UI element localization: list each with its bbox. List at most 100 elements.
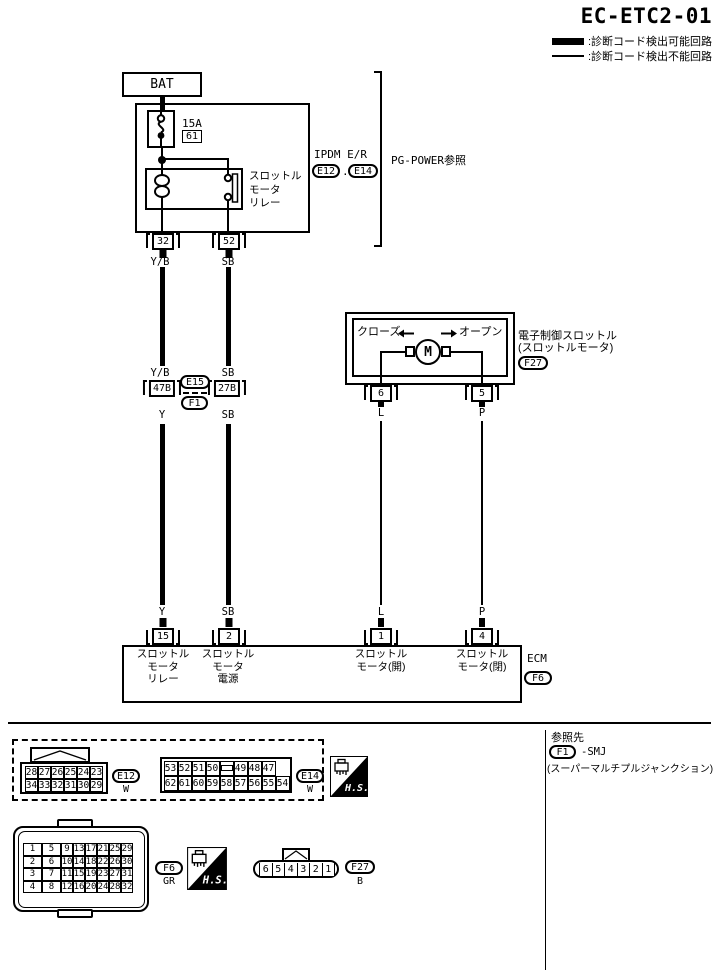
pin-cell: 34	[25, 779, 38, 792]
ecm-terminal-line: 電源	[217, 673, 239, 685]
pin-cell: 6	[259, 862, 272, 876]
pin-cell: 28	[109, 880, 121, 893]
branch-wire-vertical	[227, 158, 229, 171]
ecm-terminal-line: モータ	[212, 660, 244, 673]
ipdm-name: IPDM E/R	[314, 148, 367, 161]
pin-bracket	[177, 380, 182, 395]
pin-number: 4	[471, 628, 493, 645]
pin-cell: 32	[51, 779, 64, 792]
pin-tab	[378, 618, 384, 627]
wire-p	[480, 421, 483, 605]
pin-bracket	[495, 385, 499, 400]
pin-bracket	[212, 233, 216, 248]
motor-wire-right-v	[481, 351, 483, 385]
motor-wire-left-v	[380, 351, 382, 385]
connector-label-f27: F27	[345, 860, 375, 874]
pin-cell: 20	[85, 880, 97, 893]
contact-to-pin52-wire	[227, 200, 229, 234]
reference-bracket	[374, 71, 382, 247]
relay-name-line: スロットル	[249, 170, 302, 182]
wire-color-label: Y/B	[150, 367, 170, 379]
connector-ref-e14: E14	[348, 164, 378, 178]
pin-cell: 2	[23, 855, 42, 868]
pin-cell: 13	[73, 843, 85, 856]
pin-tab	[225, 250, 233, 258]
relay-box	[145, 168, 243, 210]
pin-cell: 33	[38, 779, 51, 792]
hs-badge-icon: H.S.	[330, 756, 368, 797]
relay-name-line: モータ	[249, 183, 281, 196]
pin-cell: 58	[219, 775, 234, 791]
ecm-name: ECM	[527, 652, 547, 665]
pin-cell: 14	[73, 855, 85, 868]
connector-ref-e12: E12	[312, 164, 340, 178]
motor-wire-left-h	[381, 351, 407, 353]
pin-cell: 18	[85, 855, 97, 868]
relay-coil-and-contacts-icon	[154, 168, 239, 210]
throttle-name-line1: 電子制御スロットル	[518, 330, 617, 342]
connector-color-f6: GR	[162, 876, 176, 887]
pin-tab	[479, 402, 485, 407]
connector-label-e12: E12	[112, 769, 140, 783]
ipdm-box	[135, 103, 310, 233]
pin-bracket	[176, 630, 180, 645]
wire-color-label: Y/B	[150, 256, 170, 268]
pin-cell: 10	[61, 855, 73, 868]
arrow-left-icon	[398, 329, 414, 338]
pin-cell: 4	[23, 880, 42, 893]
wire-color-label: P	[478, 606, 486, 618]
page-title: EC-ETC2-01	[580, 4, 712, 28]
pin-cell: 23	[90, 766, 103, 779]
pin-tab	[225, 618, 233, 627]
ecm-terminal-line: スロットル	[354, 648, 408, 660]
connector-separator: .	[342, 165, 349, 178]
pin-bracket	[364, 385, 368, 400]
pin-cell: 3	[296, 862, 309, 876]
ecm-terminal-line: スロットル	[455, 648, 509, 660]
junction-dot	[158, 156, 166, 164]
pin-number: 5	[471, 385, 493, 402]
pin-cell: 2	[309, 862, 322, 876]
fuse-icon	[156, 112, 166, 146]
connector-group-dashed-box	[12, 739, 324, 801]
motor-wire-right-h	[449, 351, 482, 353]
pin-cell: 24	[97, 880, 109, 893]
pin-bracket	[242, 380, 247, 395]
wire-color-label: L	[377, 606, 385, 618]
pin-cell: 31	[121, 868, 133, 881]
pin-cell: 5	[271, 862, 284, 876]
pin-52: 52	[212, 233, 246, 250]
pin-4: 4	[465, 628, 499, 645]
f6-top-tab	[57, 819, 93, 828]
ecm-terminal-line: スロットル	[201, 648, 255, 660]
pin-cell: 8	[42, 880, 61, 893]
open-label: オープン	[459, 326, 503, 338]
pin-number: 6	[370, 385, 392, 402]
pin-tab	[479, 618, 485, 627]
branch-wire-horizontal	[162, 158, 229, 160]
fuse-box	[147, 110, 175, 148]
reference-heading: 参照先	[551, 732, 584, 744]
ecm-terminal-line: スロットル	[136, 648, 190, 660]
pin-cell: 25	[109, 843, 121, 856]
pin-cell: 51	[191, 760, 206, 776]
pin-cell: 59	[205, 775, 220, 791]
pin-cell: 48	[247, 760, 262, 776]
pin-cell: 32	[121, 880, 133, 893]
pin-number: 27B	[213, 380, 241, 397]
pin-number: 15	[152, 628, 174, 645]
ecm-terminal-name: スロットル モータ(開)	[355, 648, 408, 673]
pin-cell: 61	[177, 775, 192, 791]
pin-cell: 26	[109, 855, 121, 868]
ecm-terminal-line: リレー	[147, 673, 179, 685]
pin-cell: 9	[61, 843, 73, 856]
wire-yb-upper	[160, 267, 165, 366]
pin-cell: 17	[85, 843, 97, 856]
pin-cell: 54	[275, 775, 290, 791]
fuse-number-box: 61	[182, 130, 202, 143]
smj-label: -SMJ	[581, 746, 607, 758]
